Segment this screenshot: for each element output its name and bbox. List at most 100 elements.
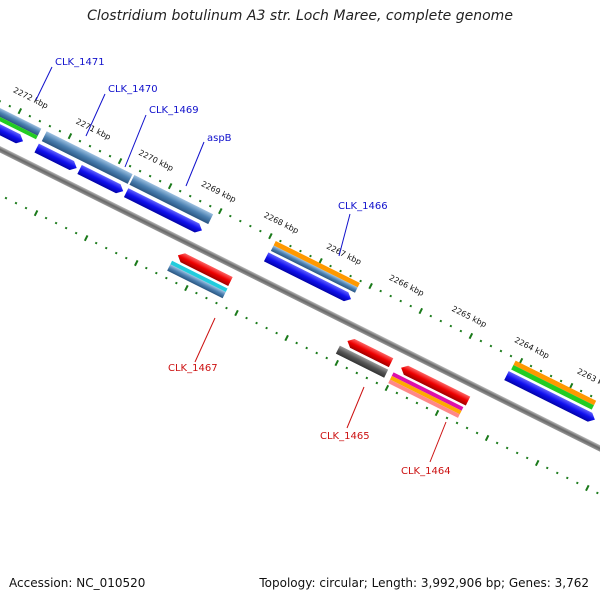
gene-callouts: CLK_1471CLK_1470CLK_1469aspBCLK_1466CLK_… [35,57,451,477]
inner-tick [455,421,459,425]
tick-marks [0,99,600,495]
gene-features [0,105,597,423]
outer-tick [449,324,453,328]
outer-tick [188,194,192,198]
outer-tick [198,199,202,203]
outer-tick [309,254,312,258]
gene-label-forward: CLK_1466 [338,201,388,212]
gene-label-reverse: CLK_1464 [401,466,451,477]
inner-tick [284,334,289,342]
outer-tick [78,139,82,143]
inner-tick [575,481,579,485]
outer-tick [228,214,232,218]
gene-label-forward: CLK_1470 [108,84,158,95]
outer-tick [399,299,403,303]
callout-line [346,386,365,429]
cds-arrow [33,142,79,172]
inner-tick [134,259,139,267]
outer-tick [48,124,52,128]
inner-tick [305,346,309,350]
outer-tick [359,279,362,283]
outer-tick [38,119,42,123]
kbp-label: 2269 kbp [200,179,238,204]
outer-tick [239,219,242,223]
inner-tick [195,291,198,295]
rna-bar [170,260,228,293]
inner-tick [355,371,359,375]
outer-tick [259,229,262,233]
gene-bar-clk-1466 [273,240,360,288]
gene-bar [335,345,389,378]
cds-arrow [0,116,25,145]
accession-text: Accession: NC_010520 [9,576,146,590]
outer-tick [339,269,342,273]
outer-tick [429,314,433,318]
outer-tick [249,224,252,228]
inner-tick [124,256,128,260]
outer-tick [439,319,443,323]
callout-line [429,421,447,463]
kbp-label: 2267 kbp [325,242,363,267]
kbp-label: 2272 kbp [12,86,50,111]
outer-tick [579,389,583,393]
outer-tick [138,169,142,173]
outer-tick [279,239,282,243]
inner-tick [585,484,590,492]
inner-tick [165,276,168,280]
gene-label-reverse: CLK_1465 [320,431,370,442]
gene-label-reverse: CLK_1467 [168,363,218,374]
rna-bar [511,365,594,410]
outer-tick [88,144,92,148]
inner-tick [4,196,8,200]
inner-tick [33,209,39,217]
inner-tick [225,306,228,310]
outer-tick [158,179,162,183]
inner-tick [64,226,68,230]
inner-tick [365,376,369,380]
gene-bar [389,375,462,415]
inner-tick [345,366,349,370]
inner-tick [144,266,148,270]
inner-tick [265,326,268,330]
outer-tick [0,99,2,103]
inner-tick [375,381,379,385]
outer-tick [489,344,493,348]
inner-tick [325,356,329,360]
outer-tick [379,289,383,293]
callout-line [338,213,351,257]
inner-tick [395,391,399,395]
outer-tick [108,154,112,158]
inner-tick [255,321,258,325]
gene-bar-clk-1470 [41,131,133,184]
gene-bar [388,379,460,418]
cds-arrow [262,251,353,303]
outer-tick [509,354,513,358]
outer-tick [208,204,212,208]
outer-tick [98,149,102,153]
kbp-label: 2265 kbp [450,304,488,329]
callout-line [124,114,147,168]
inner-tick [445,416,449,420]
cds-arrow-clk-1467 [176,252,235,288]
inner-tick [83,234,89,242]
callout-line [35,66,53,101]
outer-tick [368,282,373,290]
inner-tick [24,206,28,210]
outer-tick [318,257,323,265]
outer-tick [549,374,553,378]
outer-tick [28,114,32,118]
outer-tick [58,129,62,133]
inner-tick [74,231,78,235]
outer-tick [178,189,182,193]
inner-tick [534,459,540,467]
callout-line [85,93,106,137]
outer-tick [559,379,563,383]
gene-bar [513,360,597,406]
map-title: Clostridium botulinum A3 str. Loch Maree… [87,8,513,24]
outer-tick [518,357,524,365]
cds-arrow-clk-1464 [399,364,472,407]
outer-tick [289,244,292,248]
inner-tick [545,466,549,470]
